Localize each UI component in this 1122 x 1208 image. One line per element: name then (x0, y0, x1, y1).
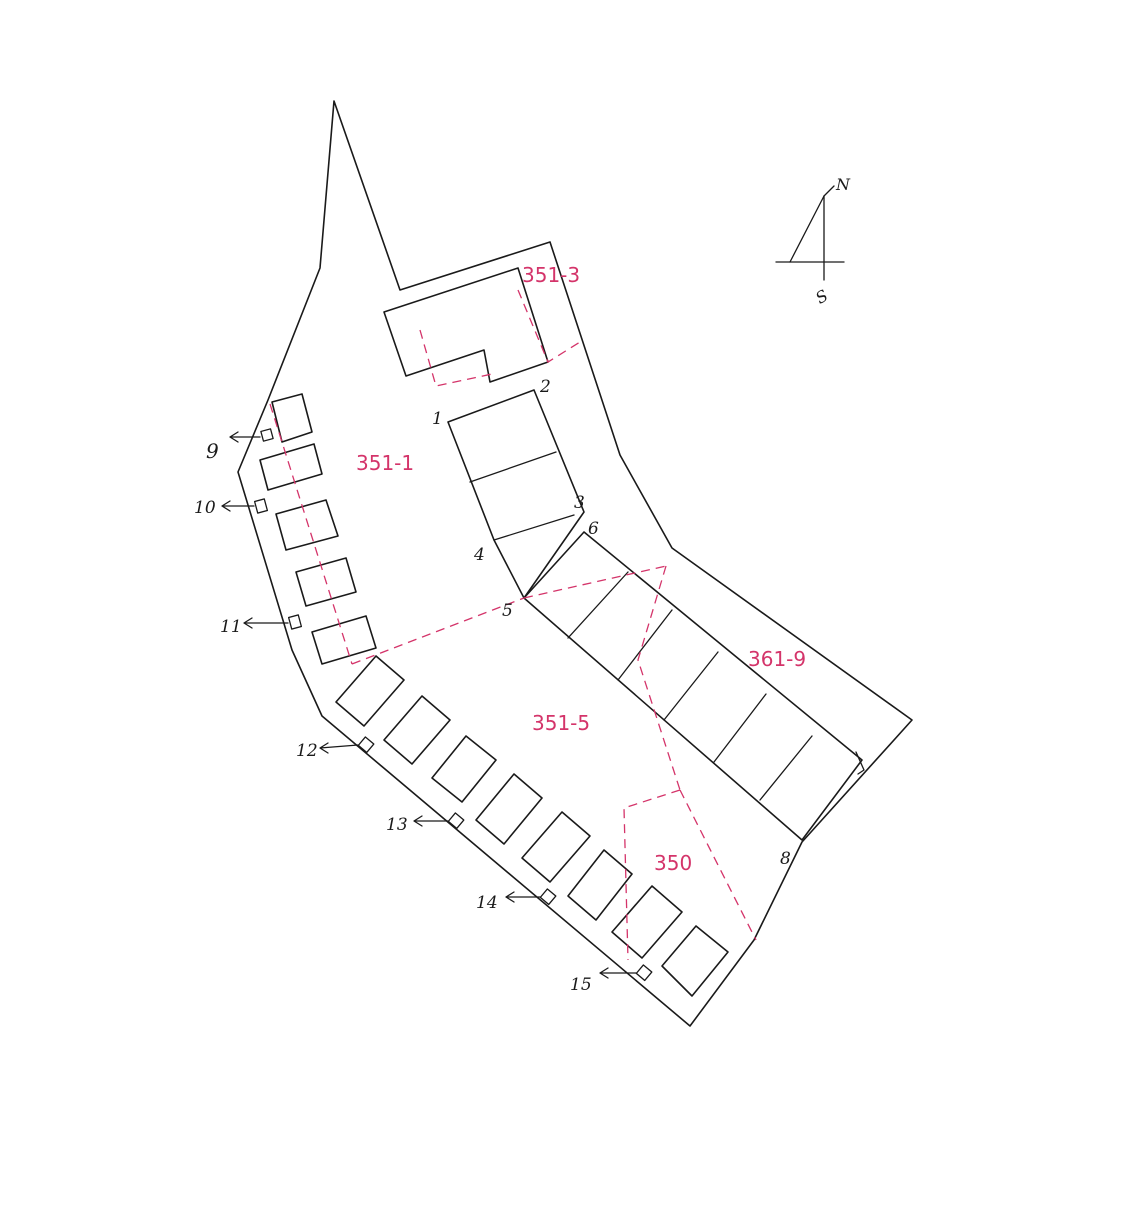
upper-unit-divider (469, 451, 557, 483)
meter-box-10 (253, 498, 269, 514)
unit-label-6: 6 (588, 519, 599, 539)
parcel-line (523, 565, 667, 599)
upper-unit-row (447, 389, 585, 599)
small-building (475, 773, 543, 845)
small-building (383, 695, 451, 765)
north-arrow: N S (775, 175, 851, 308)
meter-arrow (319, 742, 359, 754)
parcel-line (269, 403, 353, 665)
small-building (521, 811, 591, 883)
unit-label-3: 3 (574, 493, 585, 513)
parcel-line (679, 789, 757, 941)
small-building (567, 849, 633, 921)
meter-arrow (243, 617, 289, 629)
upper-unit-divider (493, 514, 575, 541)
lower-unit-divider (713, 693, 767, 763)
meter-box-14 (539, 888, 557, 906)
small-building (611, 885, 683, 959)
small-building (335, 655, 405, 727)
compass-south: S (812, 286, 831, 308)
parcel-label-350: 350 (654, 851, 692, 875)
lower-unit-divider (759, 735, 813, 801)
small-building (431, 735, 497, 803)
small-building (295, 557, 357, 607)
parcel-label-351-3: 351-3 (522, 263, 580, 287)
small-building (275, 499, 339, 551)
meter-label-15: 15 (570, 975, 592, 995)
meter-label-13: 13 (386, 815, 408, 835)
meter-box-13 (447, 812, 465, 830)
unit-label-4: 4 (473, 545, 485, 565)
parcel-label-351-5: 351-5 (532, 711, 590, 735)
l-shaped-building (383, 267, 549, 383)
meter-label-14: 14 (476, 893, 498, 913)
meter-box-9 (260, 428, 274, 442)
lower-unit-row (523, 531, 863, 841)
parcel-line (419, 329, 493, 387)
small-building (271, 393, 313, 443)
unit-label-1: 1 (432, 409, 443, 429)
small-building (311, 615, 377, 665)
small-building (259, 443, 323, 491)
meter-box-12 (357, 736, 375, 754)
parcel-label-361-9: 361-9 (748, 647, 806, 671)
meter-label-12: 12 (296, 741, 318, 761)
meter-box-15 (635, 964, 653, 982)
lower-unit-divider (567, 571, 629, 639)
compass-north: N (835, 175, 851, 194)
site-boundary (237, 100, 913, 1027)
meter-label-9: 9 (206, 439, 219, 463)
lower-unit-divider (663, 651, 719, 721)
meter-arrow (221, 500, 255, 512)
parcel-line (351, 597, 525, 665)
meter-arrow (505, 891, 541, 903)
meter-label-11: 11 (220, 617, 242, 637)
unit-label-5: 5 (502, 601, 513, 621)
unit-label-2: 2 (539, 377, 551, 397)
meter-arrow (229, 431, 261, 443)
parcel-label-351-1: 351-1 (356, 451, 414, 475)
lower-unit-divider (617, 609, 673, 681)
small-building (661, 925, 729, 997)
meter-arrow (599, 967, 637, 979)
parcel-line (517, 289, 581, 363)
parcel-line (637, 565, 681, 791)
meter-arrow (413, 815, 449, 827)
meter-box-11 (287, 614, 303, 630)
meter-label-10: 10 (194, 498, 216, 518)
parcel-line (623, 789, 681, 961)
unit-end-hook (855, 751, 865, 775)
unit-label-8: 8 (780, 849, 791, 869)
